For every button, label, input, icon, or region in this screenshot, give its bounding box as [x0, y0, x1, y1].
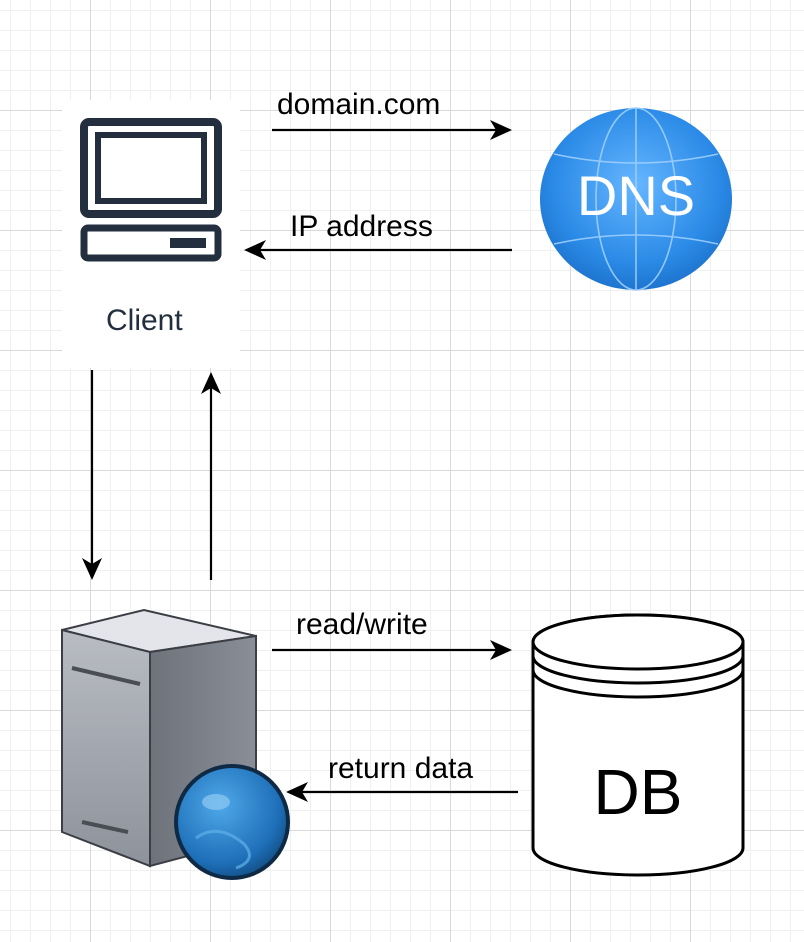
edge-db-to-server-arrow — [286, 782, 518, 802]
web-server-node[interactable] — [58, 606, 294, 886]
dns-globe-icon — [540, 107, 732, 291]
database-cylinder-icon — [531, 613, 745, 877]
edge-dns-to-client-arrow — [244, 240, 512, 260]
web-server-icon — [61, 608, 290, 880]
database-label: DB — [593, 756, 683, 828]
computer-terminal-icon — [80, 118, 222, 262]
edge-label-domain: domain.com — [277, 88, 441, 121]
edge-label-read-write: read/write — [296, 608, 428, 641]
dns-label: DNS — [576, 164, 696, 227]
edge-client-to-dns-arrow — [272, 120, 512, 140]
edge-server-to-db-arrow — [272, 640, 512, 660]
client-node[interactable]: Client — [62, 100, 240, 368]
client-label: Client — [106, 304, 183, 337]
dns-node[interactable]: DNS — [538, 106, 734, 292]
database-node[interactable]: DB — [530, 612, 746, 882]
edge-server-to-client-arrow — [201, 372, 221, 580]
edge-client-to-server-arrow — [82, 370, 102, 580]
edge-label-ip-address: IP address — [290, 210, 433, 243]
edge-label-return-data: return data — [328, 752, 474, 785]
